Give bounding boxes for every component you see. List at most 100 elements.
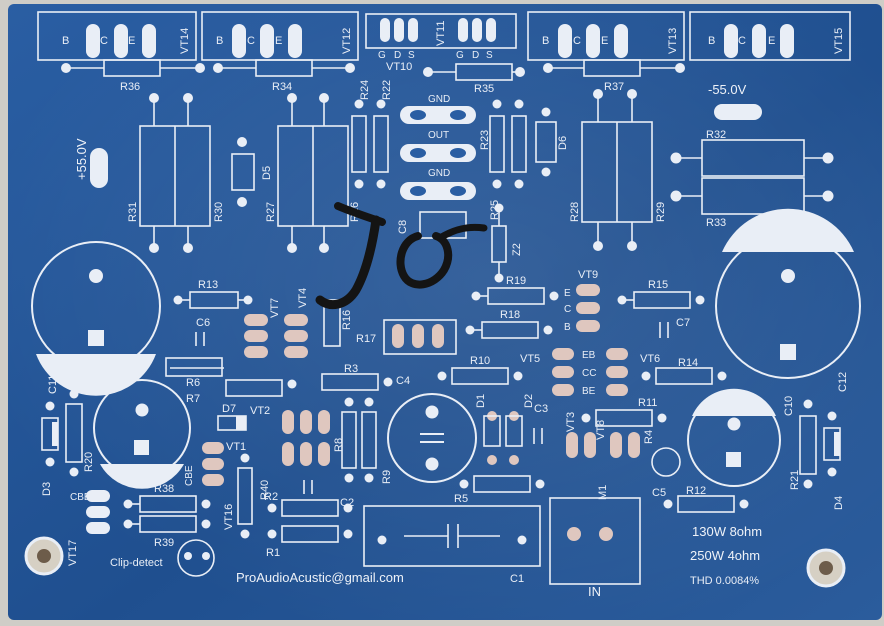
svg-text:D3: D3	[41, 482, 53, 496]
svg-text:R16: R16	[341, 310, 353, 330]
svg-text:G: G	[378, 50, 386, 61]
vt14-pin-b: B	[62, 35, 69, 47]
clip-detect-label: Clip-detect	[110, 557, 163, 569]
svg-text:R2: R2	[264, 491, 278, 503]
svg-text:R11: R11	[638, 397, 657, 409]
svg-text:R29: R29	[655, 202, 667, 222]
svg-text:VT16: VT16	[223, 504, 235, 530]
svg-text:VT8: VT8	[595, 420, 607, 440]
svg-text:R37: R37	[604, 81, 624, 93]
svg-text:R19: R19	[506, 275, 526, 287]
svg-text:C: C	[247, 35, 255, 47]
svg-text:VT3: VT3	[565, 412, 577, 432]
ref-vt12: VT12	[341, 28, 353, 54]
ref-vt10: VT10	[386, 61, 412, 73]
svg-text:R18: R18	[500, 309, 520, 321]
svg-text:R33: R33	[706, 217, 726, 229]
svg-text:C: C	[564, 304, 571, 315]
ref-vt13: VT13	[667, 28, 679, 54]
svg-text:C5: C5	[652, 487, 666, 499]
svg-text:R30: R30	[213, 202, 225, 222]
svg-text:G: G	[456, 50, 464, 61]
ref-vt14: VT14	[179, 28, 191, 54]
svg-text:R10: R10	[470, 355, 490, 367]
svg-text:C4: C4	[396, 375, 410, 387]
output-terminals: GND OUT GND	[400, 94, 476, 200]
svg-text:R5: R5	[454, 493, 468, 505]
svg-text:R23: R23	[479, 130, 491, 150]
ref-vt15: VT15	[833, 28, 845, 54]
svg-text:D5: D5	[261, 166, 273, 180]
input-label: IN	[588, 584, 601, 599]
svg-text:R20: R20	[83, 452, 95, 472]
svg-text:R28: R28	[569, 202, 581, 222]
svg-text:R9: R9	[381, 470, 393, 484]
svg-text:C: C	[573, 35, 581, 47]
svg-text:VT17: VT17	[67, 540, 79, 566]
svg-text:CC: CC	[582, 368, 596, 379]
svg-text:B: B	[564, 322, 571, 333]
svg-text:E: E	[564, 288, 571, 299]
svg-text:VT6: VT6	[640, 353, 660, 365]
top-resistor-labels: R36 R34 R35 R37	[120, 81, 624, 95]
top-transistor-pads	[86, 18, 794, 58]
svg-text:R7: R7	[186, 393, 200, 405]
svg-text:R22: R22	[381, 80, 393, 100]
top-resistors	[66, 59, 680, 81]
svg-text:C10: C10	[783, 396, 795, 416]
svg-text:R27: R27	[265, 202, 277, 222]
svg-text:C2: C2	[340, 497, 354, 509]
svg-text:C9: C9	[87, 382, 99, 396]
svg-text:CBE: CBE	[184, 465, 195, 486]
svg-text:D: D	[394, 50, 401, 61]
svg-text:CBE: CBE	[70, 492, 91, 503]
svg-text:D1: D1	[475, 394, 487, 408]
svg-text:R6: R6	[186, 377, 200, 389]
svg-text:R3: R3	[344, 363, 358, 375]
svg-text:BE: BE	[582, 386, 596, 397]
svg-text:-55.0V: -55.0V	[708, 82, 747, 97]
svg-text:C6: C6	[196, 317, 210, 329]
svg-text:R8: R8	[333, 438, 345, 452]
spec-line-2: 250W 4ohm	[690, 548, 760, 563]
svg-text:C12: C12	[837, 372, 849, 392]
svg-text:R40: R40	[259, 480, 271, 500]
svg-text:OUT: OUT	[428, 130, 449, 141]
svg-text:C: C	[738, 35, 746, 47]
svg-text:C11: C11	[47, 375, 59, 394]
svg-text:D2: D2	[523, 394, 535, 408]
svg-text:VT9: VT9	[578, 269, 598, 281]
spec-line-1: 130W 8ohm	[692, 524, 762, 539]
svg-text:B: B	[708, 35, 715, 47]
mounting-holes	[24, 536, 846, 588]
svg-text:C1: C1	[510, 573, 524, 585]
svg-text:VT1: VT1	[226, 441, 246, 453]
svg-text:C3: C3	[534, 403, 548, 415]
big-resistors-left	[139, 100, 349, 246]
svg-text:R21: R21	[789, 470, 801, 490]
svg-text:S: S	[408, 50, 415, 61]
svg-text:R15: R15	[648, 279, 668, 291]
svg-text:E: E	[275, 35, 282, 47]
copper-pads	[202, 284, 640, 541]
svg-text:R14: R14	[678, 357, 698, 369]
svg-text:C7: C7	[676, 317, 690, 329]
svg-text:R36: R36	[120, 81, 140, 93]
svg-text:VT7: VT7	[269, 298, 281, 318]
svg-text:R24: R24	[359, 80, 371, 100]
svg-text:D4: D4	[833, 496, 845, 510]
svg-text:R17: R17	[356, 333, 376, 345]
svg-text:B: B	[542, 35, 549, 47]
ref-vt11: VT11	[435, 21, 447, 46]
svg-text:E: E	[601, 35, 608, 47]
svg-text:C8: C8	[397, 220, 409, 234]
svg-text:VT4: VT4	[297, 288, 309, 308]
handwriting-mark	[315, 202, 488, 310]
svg-text:R1: R1	[266, 547, 280, 559]
svg-text:R13: R13	[198, 279, 218, 291]
svg-text:R34: R34	[272, 81, 292, 93]
email-label: ProAudioAcustic@gmail.com	[236, 570, 404, 585]
svg-text:S: S	[486, 50, 493, 61]
